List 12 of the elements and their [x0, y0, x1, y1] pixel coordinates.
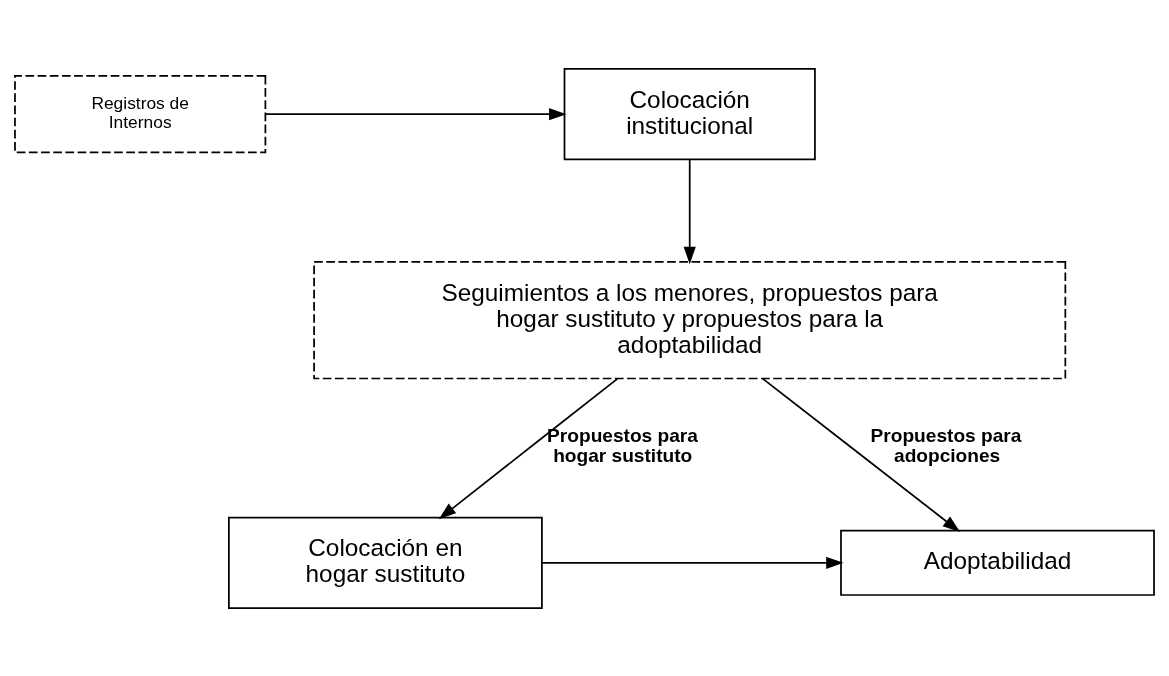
edge-label: Propuestos para hogar sustituto — [547, 424, 698, 466]
node-box: Colocación institucional — [563, 67, 816, 160]
edge-label: Propuestos para adopciones — [870, 424, 1022, 466]
arrow — [683, 158, 696, 264]
node-box: Seguimientos a los menores, propuestos para hogar sustituto y propuestos para la adoptabilidad — [313, 260, 1067, 379]
node-box: Colocación en hogar sustituto — [228, 516, 543, 609]
arrow — [761, 377, 961, 532]
arrow — [264, 107, 567, 120]
node-box: Adoptabilidad — [840, 529, 1155, 596]
arrow — [541, 556, 844, 569]
arrow — [438, 377, 619, 519]
node-box: Registros de Internos — [14, 74, 267, 153]
